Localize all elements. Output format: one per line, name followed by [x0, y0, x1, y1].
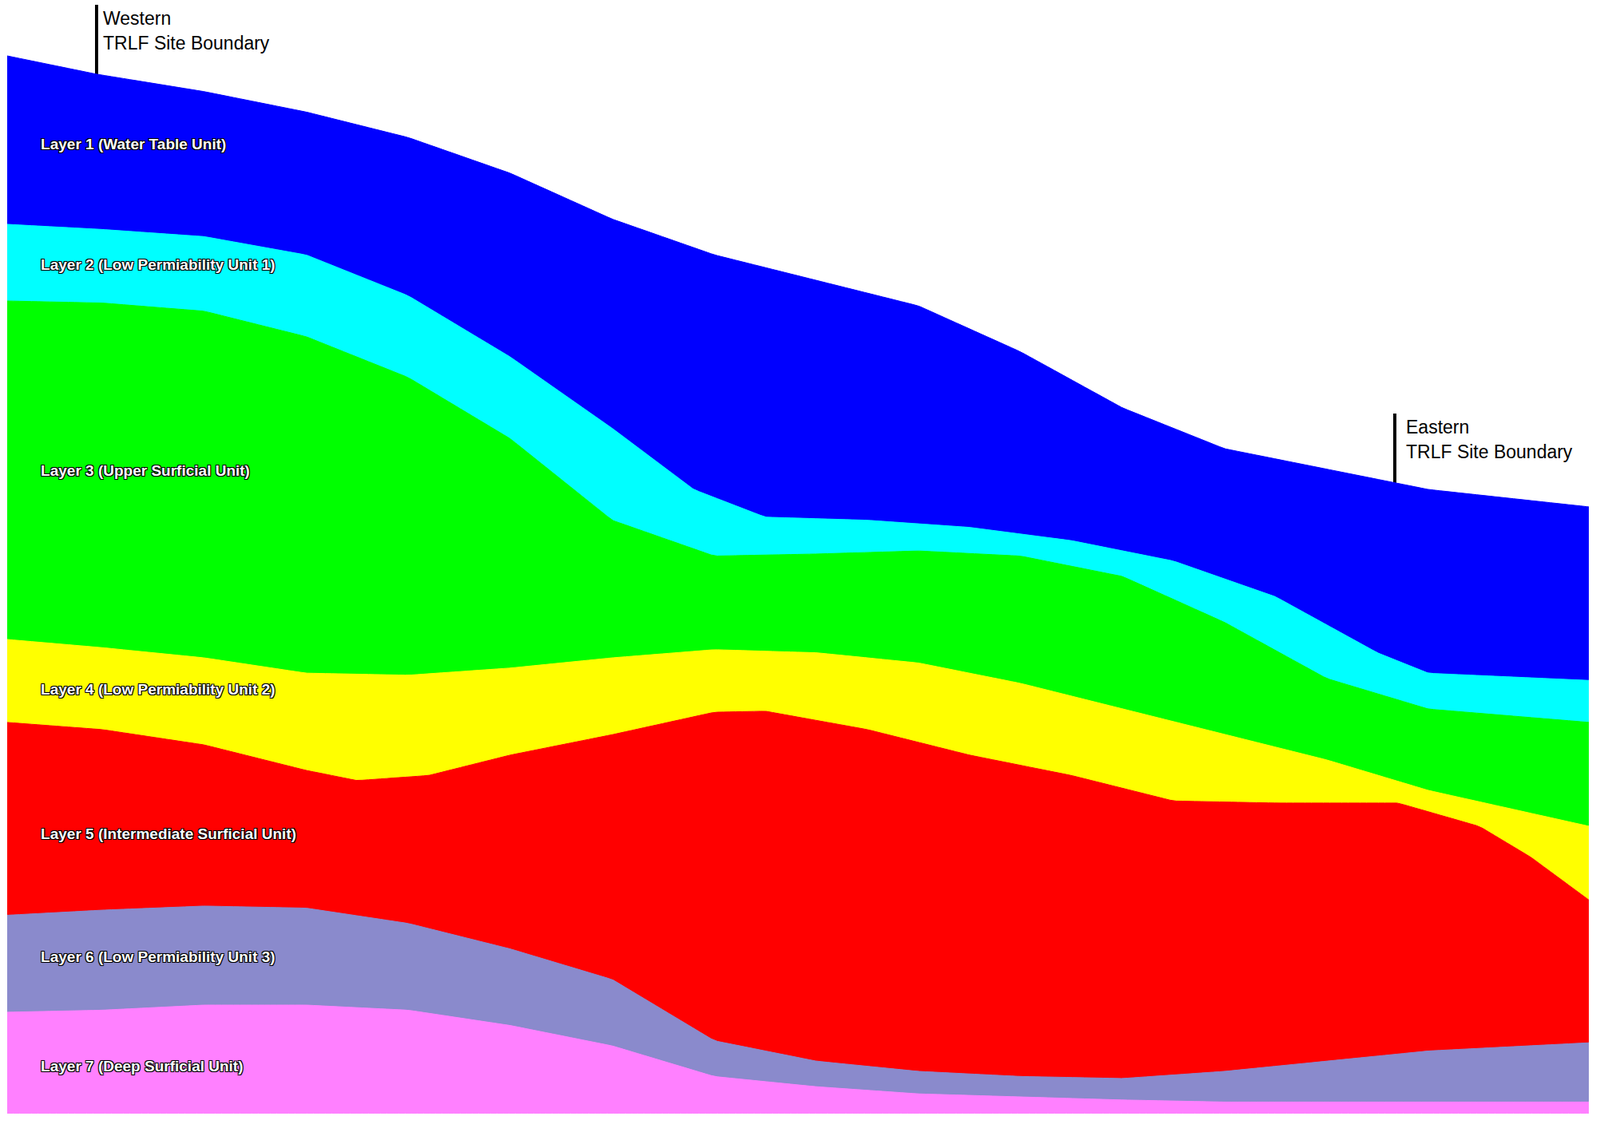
layer-label: Layer 2 (Low Permiability Unit 1): [40, 256, 276, 274]
layer-label: Layer 6 (Low Permiability Unit 3): [40, 948, 276, 967]
layer-label: Layer 7 (Deep Surficial Unit): [40, 1057, 243, 1076]
west-boundary-tick: [95, 4, 99, 77]
layer-fill: [7, 1005, 1589, 1113]
layer-label: Layer 1 (Water Table Unit): [40, 135, 226, 154]
layer-label: Layer 5 (Intermediate Surficial Unit): [40, 825, 297, 844]
layer-shape: [7, 1004, 1589, 1114]
site-boundary-label: Eastern TRLF Site Boundary: [1405, 415, 1573, 465]
layer-band: Layer 7 (Deep Surficial Unit): [7, 1004, 1589, 1114]
east-boundary-tick: [1393, 413, 1397, 484]
site-boundary-label: Western TRLF Site Boundary: [102, 6, 270, 56]
layer-label: Layer 3 (Upper Surficial Unit): [40, 462, 250, 480]
layer-label: Layer 4 (Low Permiability Unit 2): [40, 681, 276, 699]
